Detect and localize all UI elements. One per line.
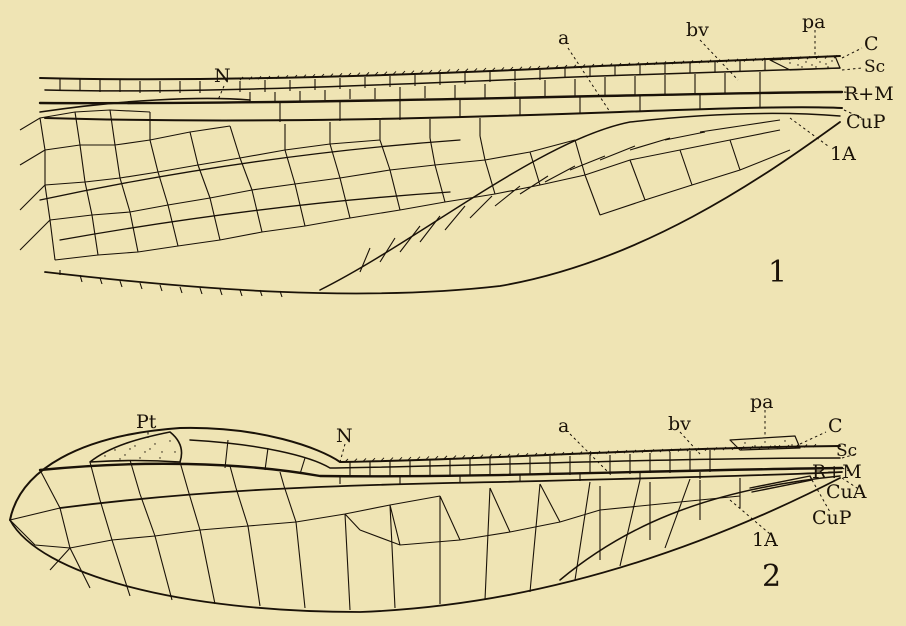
wing2-subcosta-vein [190, 440, 840, 468]
wing1-longitudinal-vein-a [40, 140, 460, 200]
wing1-label-costa: C [864, 33, 879, 55]
wing2-pterostigma-stipple [104, 440, 175, 459]
wing2-label-pa: pa [750, 391, 774, 413]
wing1-nodal-vein [40, 99, 250, 113]
wing1-label-nodus: N [214, 65, 231, 87]
wing1-posterior-margin [45, 122, 840, 293]
wing1-cup-vein [45, 107, 842, 120]
wing1-leader-c [842, 48, 862, 58]
wing2-label-pterostigma: Pt [136, 411, 157, 433]
wing2-pterostigma [90, 432, 182, 462]
figure2-number: 2 [762, 559, 781, 594]
wing2-leader-c [800, 432, 826, 444]
wing2-pa-stipple [744, 440, 792, 446]
wing1-label-cup: CuP [846, 111, 886, 133]
wing1-label-radius-media: R+M [844, 83, 894, 105]
costal-spines [240, 55, 837, 462]
wing2-label-subcosta: Sc [836, 441, 857, 461]
wing1-label-bv: bv [686, 19, 709, 41]
wing-figure-2: Pt N a bv pa C Sc R+M CuA CuP 1A 2 [10, 391, 867, 612]
wing2-label-a: a [558, 415, 569, 437]
wing1-radius-media-vein [40, 92, 842, 103]
wing2-leader-a [570, 434, 612, 476]
wing1-leader-a [568, 48, 610, 112]
wing2-label-radius-media: R+M [812, 461, 862, 483]
wing2-label-costa: C [828, 415, 843, 437]
wing1-label-anal: 1A [830, 143, 856, 165]
figure1-number: 1 [768, 255, 787, 290]
wing-figure-1: N a bv pa C Sc R+M CuP 1A 1 [20, 11, 894, 297]
wing2-label-nodus: N [336, 425, 353, 447]
wing1-label-subcosta: Sc [864, 57, 885, 77]
wing1-pa-stipple [789, 60, 832, 67]
wing1-label-a: a [558, 27, 569, 49]
wing1-leader-1a [790, 118, 828, 146]
wing2-label-bv: bv [668, 413, 691, 435]
wing1-leader-sc [842, 68, 862, 70]
wing1-label-pa: pa [802, 11, 826, 33]
wing2-label-cua: CuA [826, 481, 867, 503]
wing2-cua-vein [60, 472, 842, 508]
wing2-label-anal: 1A [752, 529, 778, 551]
wing2-label-cup: CuP [812, 507, 852, 529]
